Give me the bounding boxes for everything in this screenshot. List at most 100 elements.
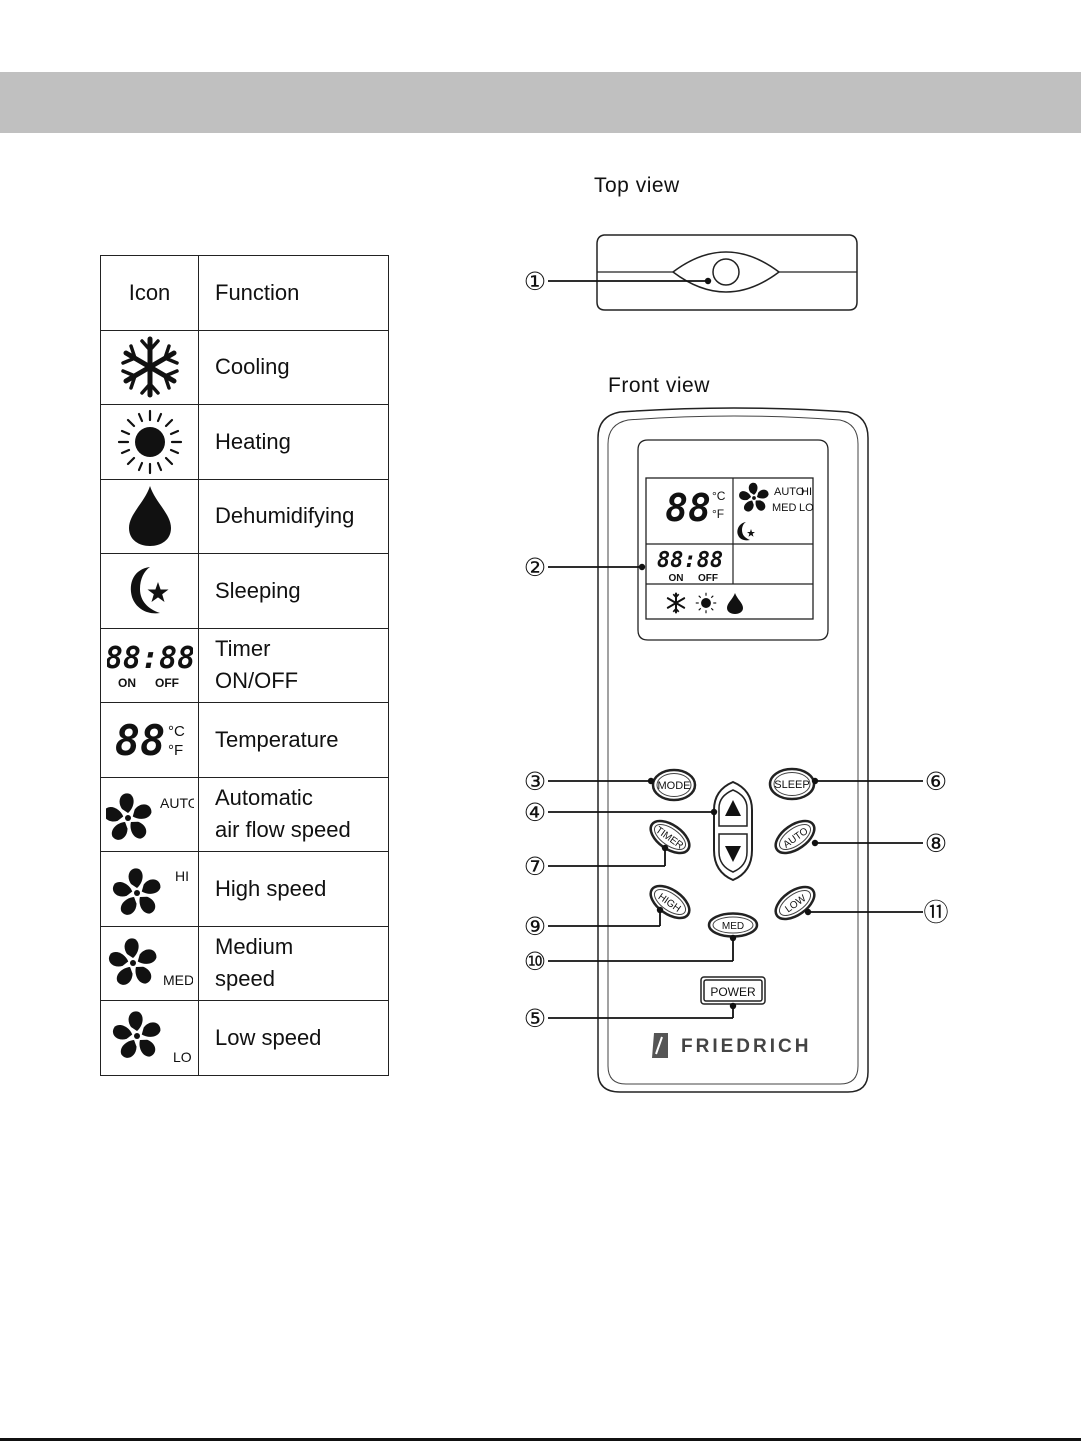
front-view-title: Front view — [608, 374, 710, 397]
fan-blade — [748, 482, 758, 495]
header-band — [0, 72, 1081, 133]
legend-label: Temperature — [198, 702, 389, 778]
fan-hub — [133, 889, 140, 896]
legend-label-line1: Medium — [215, 934, 294, 960]
sleep-button[interactable]: SLEEP — [768, 767, 816, 801]
fan-lo-icon: LO — [112, 1011, 192, 1065]
legend-label-line2: speed — [215, 966, 275, 992]
callout-10: ⑩ — [524, 947, 546, 976]
callout-4: ④ — [524, 798, 546, 827]
callout-2: ② — [524, 553, 546, 582]
lcd-drop-icon — [727, 593, 743, 614]
legend-label-line2: ON/OFF — [215, 668, 299, 694]
fan-blade — [128, 868, 143, 888]
lcd-star-icon — [747, 529, 755, 537]
lcd-off: OFF — [698, 573, 718, 584]
top-view-remote — [596, 234, 858, 311]
lcd-on: ON — [669, 573, 684, 584]
fan-blade — [141, 879, 160, 894]
fan-blade — [120, 896, 137, 915]
legend-row: Dehumidifying — [100, 478, 389, 554]
mode-button[interactable]: MODE — [651, 768, 697, 802]
fan-hi-icon: HI — [112, 868, 189, 915]
lcd-hi: HI — [801, 486, 812, 498]
fan-hi-text: HI — [175, 868, 189, 884]
legend-header-icon: Icon — [100, 255, 199, 331]
fan-blade — [108, 952, 128, 967]
callout-8: ⑧ — [925, 829, 947, 858]
fan-hub — [124, 815, 131, 822]
fan-blade — [755, 500, 766, 511]
legend-row: AUTO Automatic air flow speed — [100, 776, 389, 852]
auto-button[interactable]: AUTO — [770, 815, 820, 860]
lcd-lo: LO — [799, 502, 814, 514]
fan-blade — [128, 1011, 143, 1031]
fan-blade — [135, 967, 151, 984]
callout-dots — [638, 277, 819, 1010]
legend-row: Cooling — [100, 329, 389, 405]
legend-label-line1: Automatic — [215, 785, 313, 811]
top-view-title: Top view — [594, 174, 680, 197]
fan-blade — [112, 881, 132, 897]
sun-icon — [117, 409, 182, 474]
timer-off-text: OFF — [155, 676, 179, 690]
med-button-label: MED — [722, 921, 744, 932]
fan-blade — [119, 793, 134, 814]
legend-row: LO Low speed — [100, 1000, 389, 1076]
legend-label: Sleeping — [198, 553, 389, 629]
timer-on-text: ON — [118, 676, 136, 690]
fan-blade — [139, 1039, 155, 1057]
legend-label-line2: air flow speed — [215, 817, 351, 843]
mode-button-label: MODE — [658, 780, 691, 792]
low-button[interactable]: LOW — [770, 881, 820, 926]
legend-label: Cooling — [198, 329, 389, 405]
fan-blade — [743, 500, 754, 512]
fan-blade — [141, 1022, 160, 1037]
lcd-med: MED — [772, 502, 797, 514]
fan-blade — [137, 949, 156, 965]
med-button[interactable]: MED — [707, 912, 759, 938]
fan-med-icon: MED — [108, 938, 193, 988]
fan-hub — [133, 1032, 140, 1039]
fan-lo-text: LO — [173, 1049, 192, 1065]
legend-label: Dehumidifying — [198, 478, 389, 554]
fan-blade — [739, 491, 752, 501]
legend-row: MED Medium speed — [100, 925, 389, 1001]
legend-row: 88:88 ON OFF Timer ON/OFF — [100, 627, 389, 703]
temp-unit-f: °F — [168, 742, 183, 759]
lcd-unit-f: °F — [712, 507, 724, 521]
callout-3: ③ — [524, 767, 546, 796]
temp-up-down-rocker[interactable] — [713, 780, 753, 882]
water-drop-icon — [128, 486, 171, 547]
lcd-unit-c: °C — [712, 489, 726, 503]
callout-11: ⑪ — [923, 898, 948, 927]
legend-row: Sleeping — [100, 553, 389, 629]
fan-blade — [130, 822, 146, 839]
ir-emitter — [712, 258, 740, 286]
fan-blade — [112, 1024, 132, 1040]
fan-blade — [120, 1039, 137, 1058]
power-button-label: POWER — [710, 985, 756, 999]
lcd-snowflake-icon — [666, 592, 686, 614]
temperature-display-icon: 88 °C °F — [114, 716, 184, 765]
lcd-auto: AUTO — [774, 486, 805, 498]
timer-display-icon: 88:88 ON OFF — [107, 641, 193, 690]
power-button[interactable]: POWER — [700, 976, 766, 1005]
fan-blade — [111, 822, 128, 841]
fan-auto-icon: AUTO — [105, 793, 194, 841]
callout-7: ⑦ — [524, 852, 546, 881]
fan-auto-text: AUTO — [160, 795, 194, 811]
legend-label: High speed — [198, 851, 389, 927]
lcd-temp-digits: 88 — [665, 486, 711, 530]
fan-blade — [756, 489, 769, 499]
legend-label-line1: Timer — [215, 636, 271, 662]
lcd-sun-icon — [695, 592, 717, 614]
callout-leaders — [548, 280, 923, 1019]
sleep-button-label: SLEEP — [774, 779, 809, 791]
timer-digits: 88:88 — [107, 641, 193, 676]
legend-row: 88 °C °F Temperature — [100, 702, 389, 778]
fan-blade — [139, 896, 155, 914]
fan-blade — [124, 938, 139, 959]
fan-blade — [116, 967, 133, 986]
